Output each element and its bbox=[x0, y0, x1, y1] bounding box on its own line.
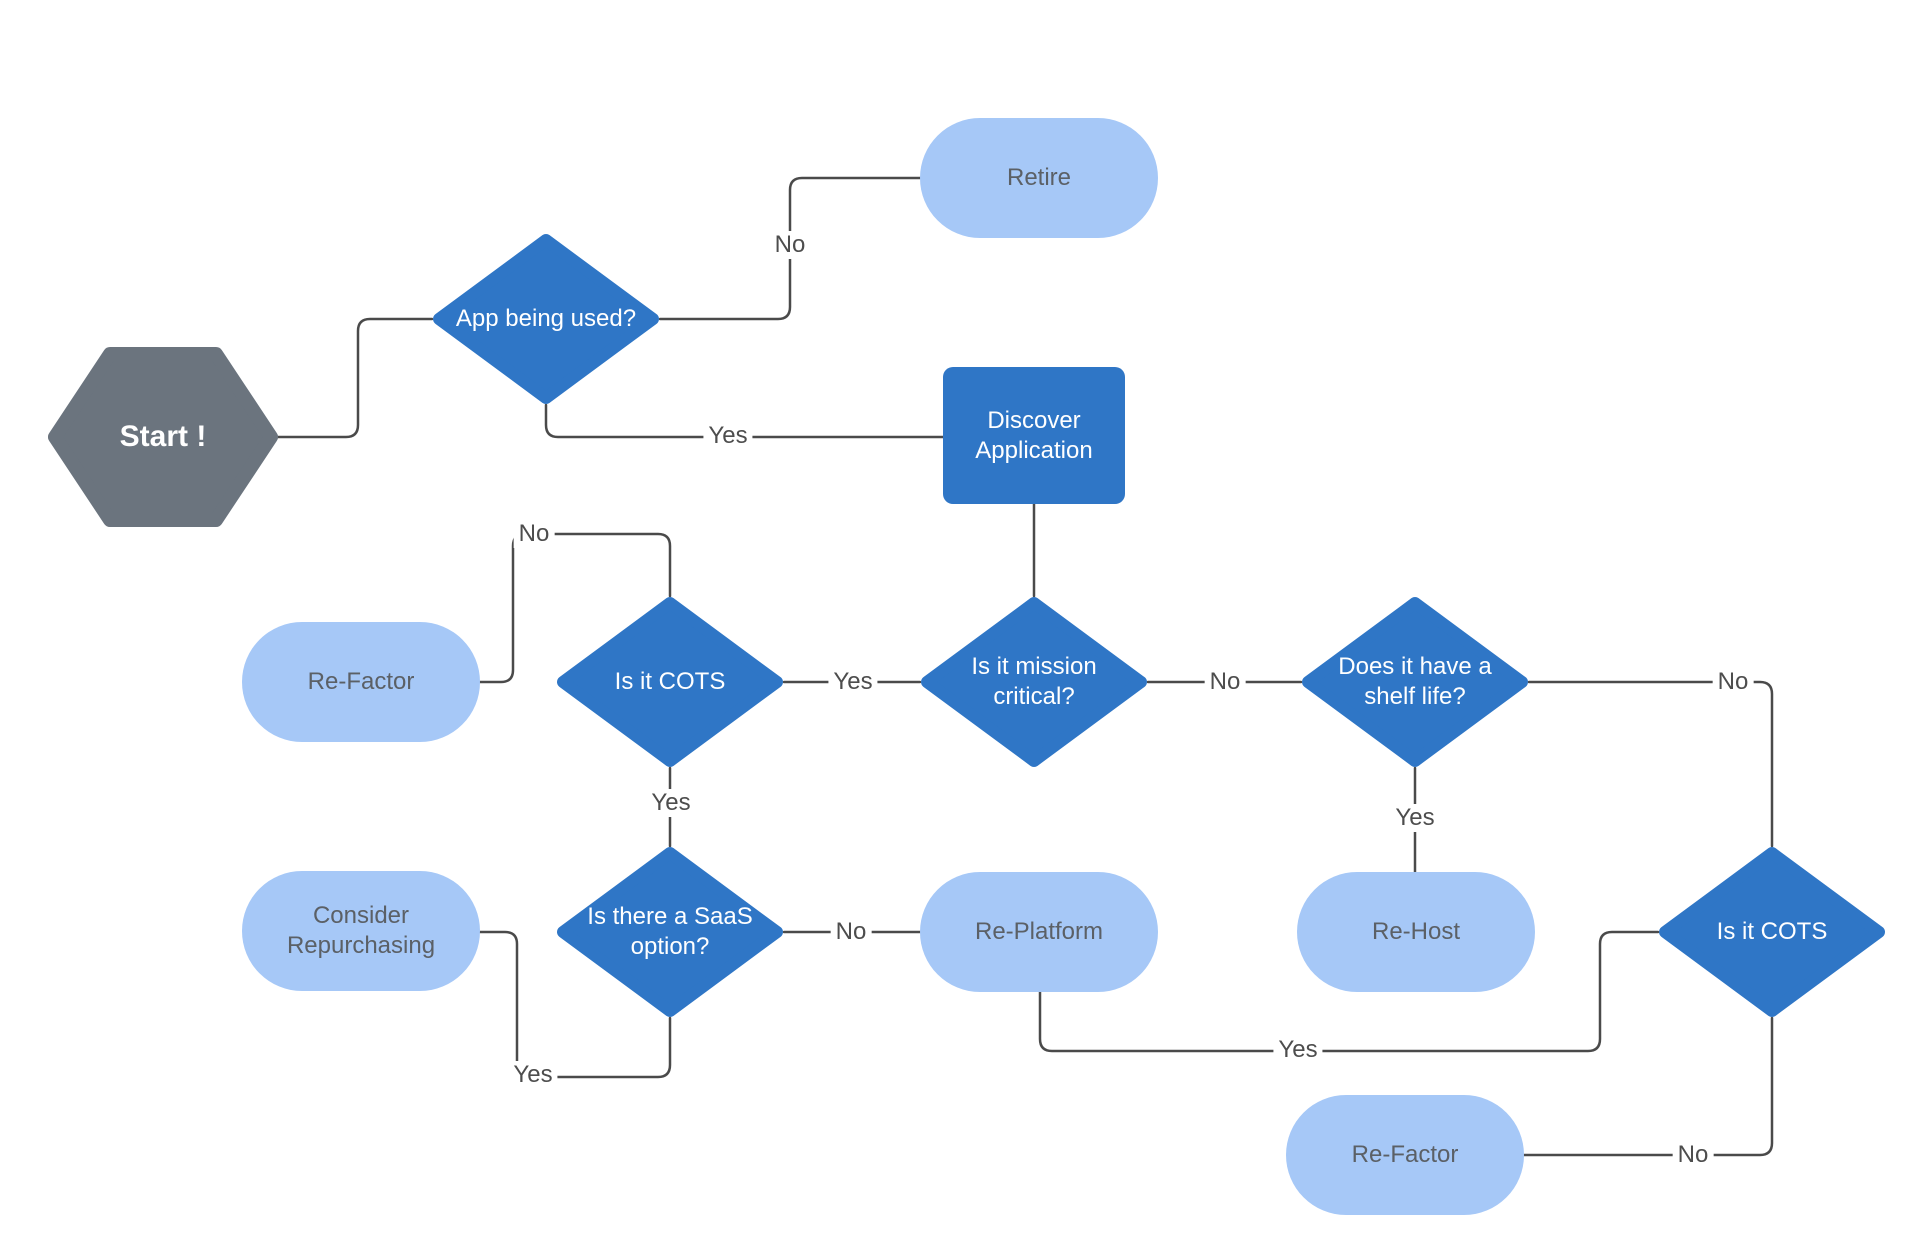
edge-label-app-being-used-yes: Yes bbox=[703, 422, 753, 450]
connector-cots2-no-refactor2 bbox=[1522, 1016, 1774, 1157]
edge-label-cots2-no: No bbox=[1672, 1141, 1714, 1169]
node-label: Re-Host bbox=[1371, 918, 1461, 945]
node-consider-repurchasing: Consider Repurchasing bbox=[242, 871, 480, 991]
node-is-it-mission-critical: Is it mission critical? bbox=[920, 596, 1148, 768]
diamond-shape bbox=[557, 597, 783, 767]
node-re-platform: Re-Platform bbox=[920, 872, 1158, 992]
edge-label-shelf-life-yes: Yes bbox=[1390, 804, 1440, 832]
edge-label-saas-yes: Yes bbox=[508, 1061, 558, 1089]
edge-label-cots-yes: Yes bbox=[646, 789, 696, 817]
node-app-being-used: App being used? bbox=[432, 233, 660, 405]
node-label: Re-Factor bbox=[307, 668, 415, 695]
node-retire: Retire bbox=[920, 118, 1158, 238]
connector-cots2-yes-replatform bbox=[1038, 930, 1660, 1053]
node-label: Is it COTS bbox=[1716, 918, 1828, 945]
node-is-it-cots: Is it COTS bbox=[556, 596, 784, 768]
hexagon-shape bbox=[48, 347, 278, 527]
edge-label-cots2-yes: Yes bbox=[1273, 1036, 1323, 1064]
edge-label-mission-critical-yes: Yes bbox=[828, 668, 878, 696]
connector-app-being-used-yes-discover bbox=[544, 403, 945, 439]
node-label: Does it have a shelf life? bbox=[1338, 653, 1492, 710]
diamond-shape bbox=[557, 847, 783, 1017]
edge-label-mission-critical-no: No bbox=[1204, 668, 1246, 696]
edge-label-cots-no: No bbox=[513, 520, 555, 548]
edge-label-shelf-life-no: No bbox=[1712, 668, 1754, 696]
node-is-it-cots-2: Is it COTS bbox=[1658, 846, 1886, 1018]
node-label: Re-Platform bbox=[974, 918, 1104, 945]
diamond-shape bbox=[1659, 847, 1885, 1017]
node-re-factor: Re-Factor bbox=[242, 622, 480, 742]
node-label: Is there a SaaS option? bbox=[587, 903, 753, 960]
node-re-host: Re-Host bbox=[1297, 872, 1535, 992]
node-does-it-have-a-shelf-life: Does it have a shelf life? bbox=[1301, 596, 1529, 768]
node-label: Discover Application bbox=[975, 406, 1093, 464]
connector-start-to-app-being-used bbox=[276, 317, 434, 439]
node-label: Is it COTS bbox=[614, 668, 726, 695]
connector-shelf-life-no-cots2 bbox=[1527, 680, 1774, 848]
node-label: App being used? bbox=[455, 305, 637, 332]
edge-label-saas-no: No bbox=[830, 918, 872, 946]
diamond-shape bbox=[433, 234, 659, 404]
node-label: Re-Factor bbox=[1351, 1141, 1459, 1168]
edge-label-app-being-used-no: No bbox=[769, 231, 811, 259]
diamond-shape bbox=[921, 597, 1147, 767]
node-is-there-a-saas-option: Is there a SaaS option? bbox=[556, 846, 784, 1018]
node-label: Retire bbox=[1006, 164, 1072, 191]
node-label: Consider Repurchasing bbox=[286, 902, 436, 959]
node-discover-application: Discover Application bbox=[943, 367, 1125, 504]
node-label: Is it mission critical? bbox=[971, 653, 1097, 710]
diamond-shape bbox=[1302, 597, 1528, 767]
node-re-factor-2: Re-Factor bbox=[1286, 1095, 1524, 1215]
node-label: Start ! bbox=[119, 420, 207, 454]
node-start: Start ! bbox=[48, 347, 278, 527]
